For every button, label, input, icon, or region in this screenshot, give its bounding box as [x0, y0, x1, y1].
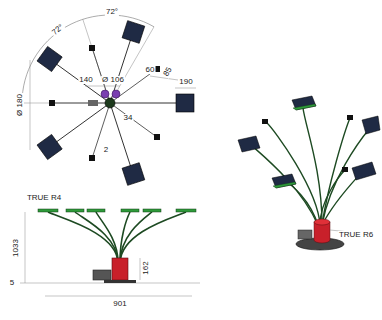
front-view — [20, 209, 200, 296]
dimension-label: 162 — [142, 260, 150, 275]
dimension-label: TRUE R6 — [338, 231, 374, 239]
dimension-label: Ø 180 — [16, 93, 24, 117]
dimension-label: 5 — [9, 279, 15, 287]
dimension-label: 72° — [105, 8, 119, 16]
dimension-label: 60 — [145, 66, 156, 74]
dimension-label: TRUE R4 — [26, 194, 62, 202]
dimension-label: 85 — [162, 65, 174, 78]
dimension-label: 72° — [50, 22, 66, 37]
dimension-label: 2 — [103, 146, 109, 154]
dimension-label: Ø 106 — [101, 76, 125, 84]
dimension-label: 140 — [78, 76, 93, 84]
dimension-label: 190 — [178, 78, 193, 86]
dimension-label: 901 — [112, 300, 127, 308]
dimension-label: 1033 — [12, 238, 20, 258]
top-view — [22, 15, 196, 185]
iso-view — [238, 96, 380, 250]
dimension-label: 34 — [123, 114, 134, 122]
